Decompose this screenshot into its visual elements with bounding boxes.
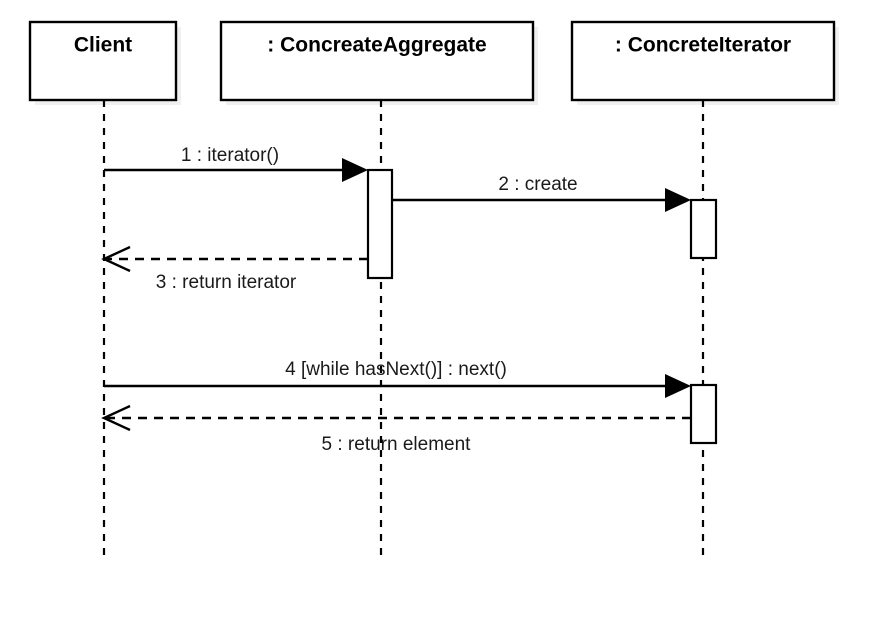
open-arrowhead-icon xyxy=(101,404,131,432)
lifeline-header-box[interactable] xyxy=(570,20,836,102)
lifeline-header-box[interactable] xyxy=(28,20,178,102)
activation-bar-iterator-1[interactable] xyxy=(689,198,718,260)
message-2-create[interactable]: 2 : create xyxy=(392,174,691,212)
message-label: 3 : return iterator xyxy=(156,272,297,293)
message-label: 4 [while hasNext()] : next() xyxy=(285,359,507,380)
message-5-return-element[interactable]: 5 : return element xyxy=(101,404,691,455)
filled-arrowhead-icon xyxy=(665,188,691,212)
open-arrowhead-icon xyxy=(101,245,131,273)
lifeline-concrete-iterator[interactable]: : ConcreteIterator xyxy=(570,20,839,562)
lifeline-header-box[interactable] xyxy=(219,20,535,102)
message-label: 1 : iterator() xyxy=(181,145,279,166)
lifeline-concreate-aggregate[interactable]: : ConcreateAggregate xyxy=(219,20,538,562)
lifeline-title-concreate-aggregate: : ConcreateAggregate xyxy=(267,34,486,57)
message-3-return-iterator[interactable]: 3 : return iterator xyxy=(101,245,368,293)
message-label: 5 : return element xyxy=(322,434,472,455)
lifeline-title-client: Client xyxy=(74,34,132,57)
filled-arrowhead-icon xyxy=(342,158,368,182)
message-1-iterator[interactable]: 1 : iterator() xyxy=(104,145,368,182)
lifeline-title-concrete-iterator: : ConcreteIterator xyxy=(615,34,791,57)
message-label: 2 : create xyxy=(498,174,577,195)
message-4-next[interactable]: 4 [while hasNext()] : next() xyxy=(104,359,691,398)
lifeline-client[interactable]: Client xyxy=(28,20,181,562)
activation-bar-aggregate[interactable] xyxy=(366,168,394,280)
activation-bar-iterator-2[interactable] xyxy=(689,383,718,445)
filled-arrowhead-icon xyxy=(665,374,691,398)
